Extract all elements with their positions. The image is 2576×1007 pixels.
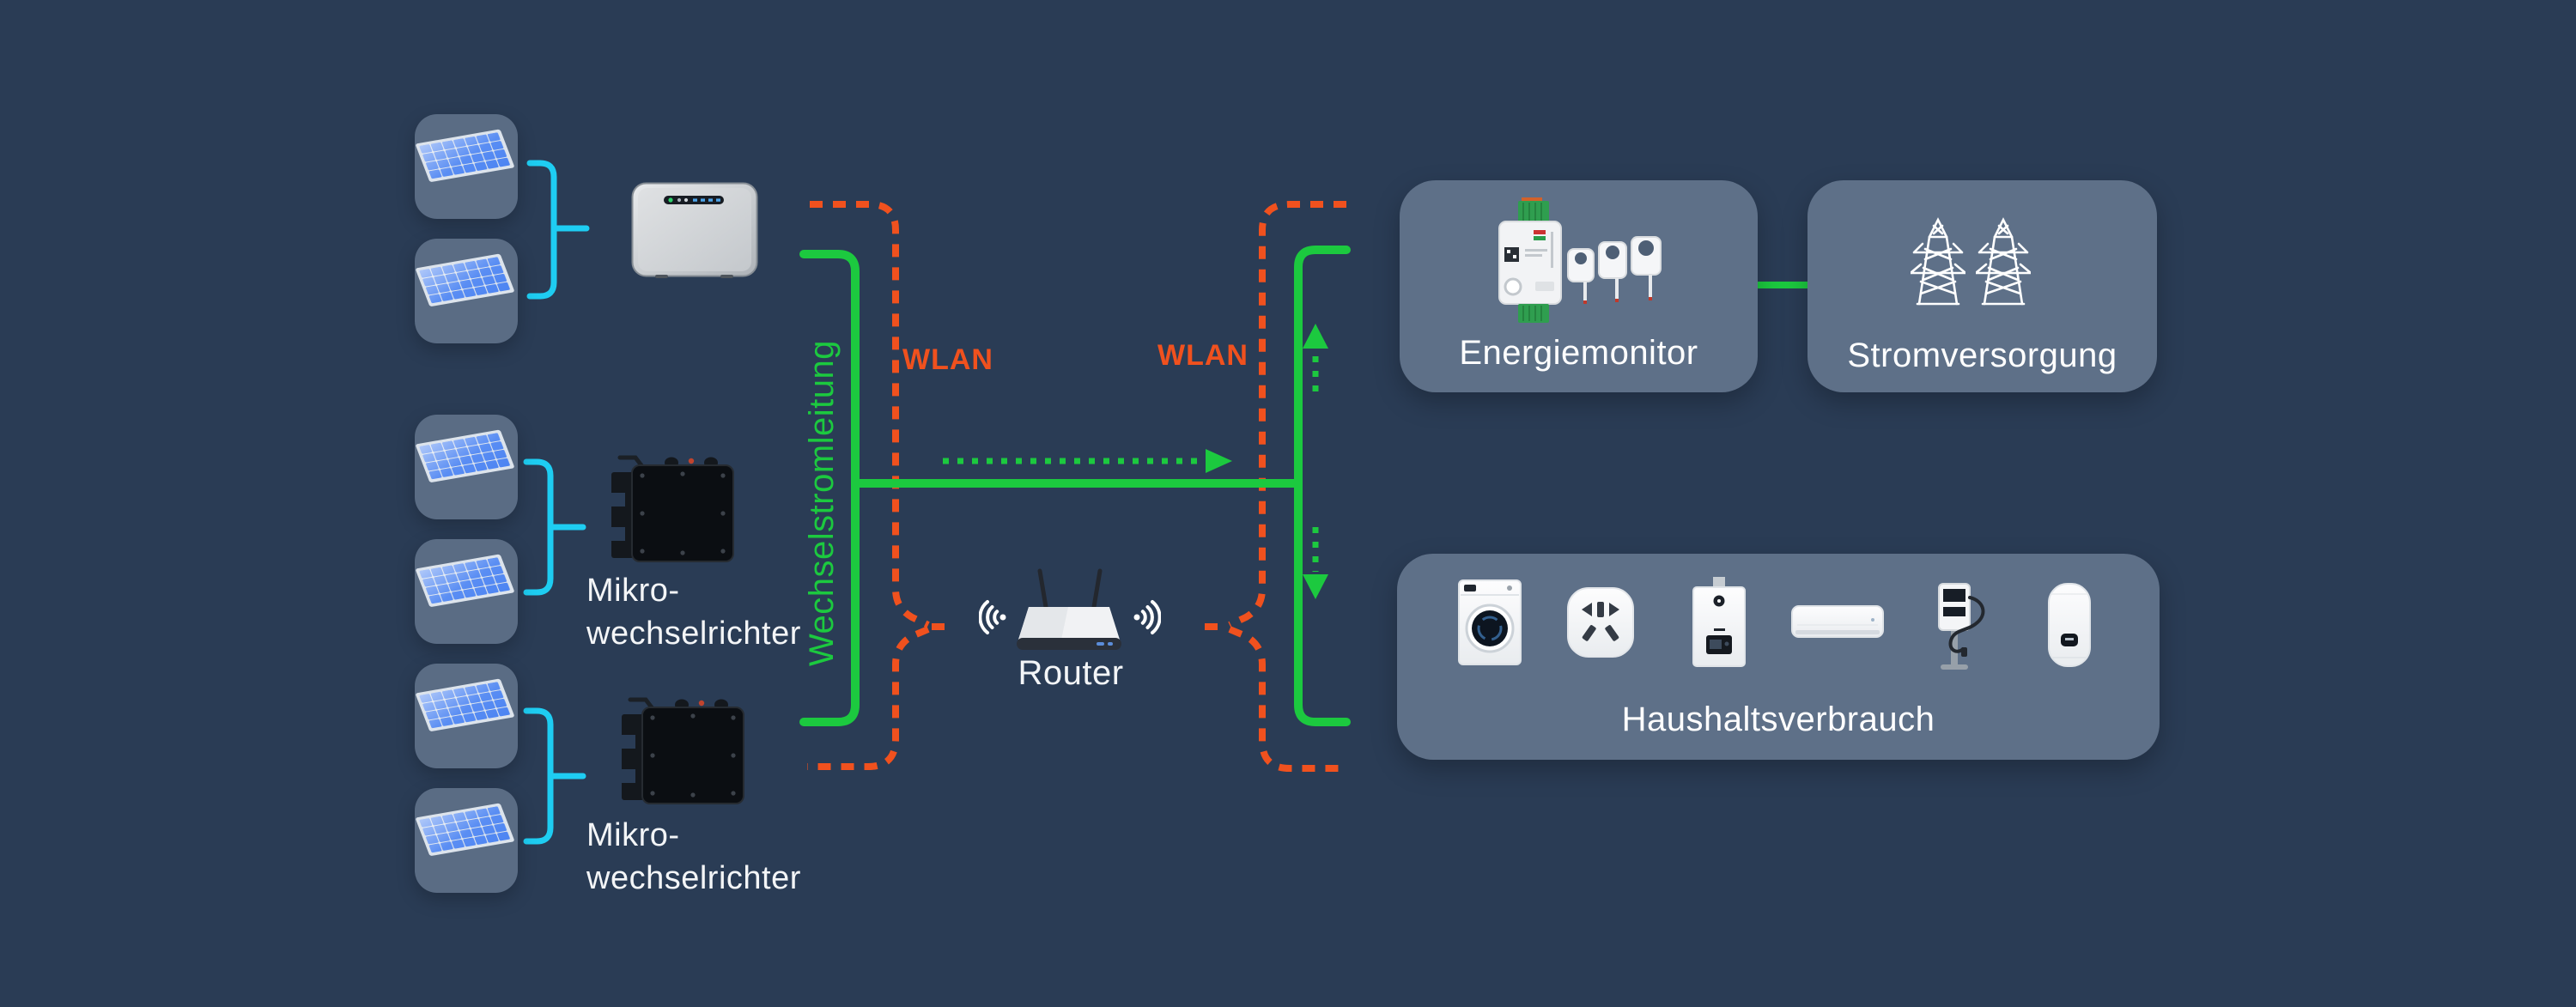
- ct-clamp-icon: [1567, 248, 1595, 304]
- electric-water-heater-icon: [2048, 583, 2091, 667]
- router-device: [978, 562, 1162, 665]
- ev-charger-icon: [1938, 583, 1985, 670]
- solar-panel-tile: [415, 415, 518, 519]
- solar-panel-icon: [416, 678, 514, 731]
- micro-inverter-1-label-line2: wechselrichter: [586, 616, 801, 652]
- solar-panel-icon: [416, 554, 514, 607]
- ct-clamp-icon: [1631, 236, 1662, 300]
- micro-inverter-2-label: Mikro- wechselrichter: [586, 814, 801, 900]
- dc-bracket-group: [523, 160, 590, 845]
- energy-flow-arrowheads: [1206, 324, 1328, 599]
- solar-panel-tile: [415, 114, 518, 219]
- power-socket-icon: [1567, 587, 1634, 658]
- gas-water-heater-icon: [1692, 577, 1746, 667]
- micro-inverter-2-label-line2: wechselrichter: [586, 860, 801, 896]
- solar-panel-icon: [416, 803, 514, 856]
- router-label: Router: [1018, 654, 1124, 692]
- micro-inverter-1-label-line1: Mikro-: [586, 573, 680, 609]
- micro-inverter-2: [620, 690, 749, 815]
- energy-flow-dashed: [943, 347, 1319, 572]
- router-icon: [978, 568, 1162, 650]
- gateway-device-icon: [631, 182, 758, 278]
- wlan-label-right: WLAN: [1157, 339, 1249, 372]
- air-conditioner-icon: [1791, 605, 1884, 638]
- solar-panel-tile: [415, 239, 518, 343]
- solar-panel-icon: [416, 129, 514, 182]
- ct-clamp-icon: [1598, 241, 1627, 302]
- energy-monitor-box: Energiemonitor: [1400, 180, 1758, 392]
- power-supply-box: Stromversorgung: [1807, 180, 2157, 392]
- solar-panel-tile: [415, 539, 518, 644]
- micro-inverter-icon: [620, 697, 744, 804]
- din-rail-meter-icon: [1498, 197, 1662, 323]
- transmission-tower-icon: [1911, 217, 1965, 306]
- solar-panel-icon: [416, 253, 514, 306]
- washing-machine-icon: [1458, 579, 1522, 665]
- household-consumption-box: Haushaltsverbrauch: [1397, 554, 2160, 760]
- solar-panel-tile: [415, 788, 518, 893]
- micro-inverter-1: [610, 448, 738, 573]
- solar-panel-tile: [415, 664, 518, 768]
- ac-power-line-label: Wechselstromleitung: [803, 339, 841, 667]
- wlan-label-left: WLAN: [902, 343, 993, 376]
- ac-line-solid: [799, 246, 1811, 726]
- transmission-tower-icon: [1976, 217, 2031, 306]
- power-supply-label: Stromversorgung: [1847, 337, 2117, 374]
- household-consumption-label: Haushaltsverbrauch: [1621, 701, 1935, 738]
- gateway-device: [631, 182, 758, 283]
- micro-inverter-1-label: Mikro- wechselrichter: [586, 569, 801, 655]
- wifi-waves-left-icon: [978, 600, 999, 634]
- solar-panel-icon: [416, 429, 514, 482]
- micro-inverter-icon: [610, 455, 734, 562]
- energy-monitor-label: Energiemonitor: [1459, 334, 1698, 372]
- wifi-waves-right-icon: [1140, 600, 1162, 634]
- wlan-dashed-path-right: [1205, 201, 1346, 772]
- micro-inverter-2-label-line1: Mikro-: [586, 817, 680, 853]
- wlan-dashed-path-left: [807, 201, 953, 770]
